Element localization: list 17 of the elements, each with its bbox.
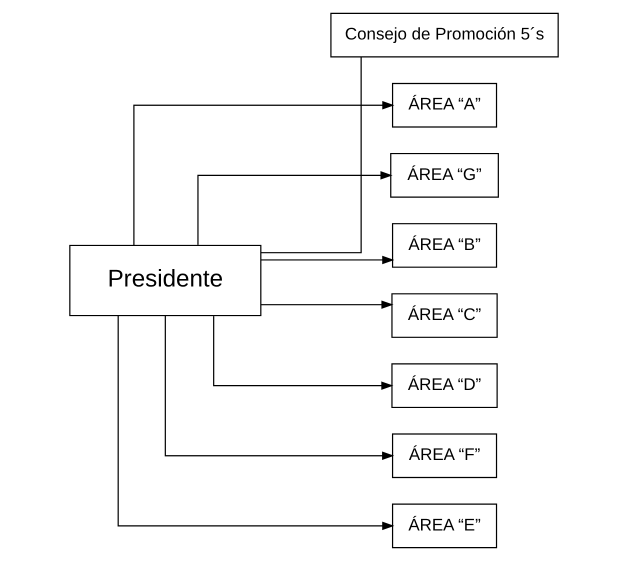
node-box: ÁREA “C” — [391, 293, 498, 338]
node-box: ÁREA “E” — [392, 504, 498, 548]
arrow — [197, 171, 393, 245]
arrow — [213, 316, 394, 390]
arrow — [261, 300, 394, 309]
node-box: ÁREA “D” — [391, 363, 498, 408]
arrow — [164, 316, 394, 460]
arrow — [261, 256, 394, 264]
arrow — [133, 101, 394, 246]
node-box: ÁREA “G” — [390, 152, 499, 198]
node-box: ÁREA “A” — [392, 82, 498, 128]
node-box: ÁREA “B” — [392, 223, 498, 268]
connector — [260, 57, 362, 254]
node-box: ÁREA “F” — [392, 433, 498, 478]
arrow — [118, 316, 394, 530]
node-box: Consejo de Promoción 5´s — [330, 12, 559, 58]
node-box: Presidente — [69, 244, 262, 316]
